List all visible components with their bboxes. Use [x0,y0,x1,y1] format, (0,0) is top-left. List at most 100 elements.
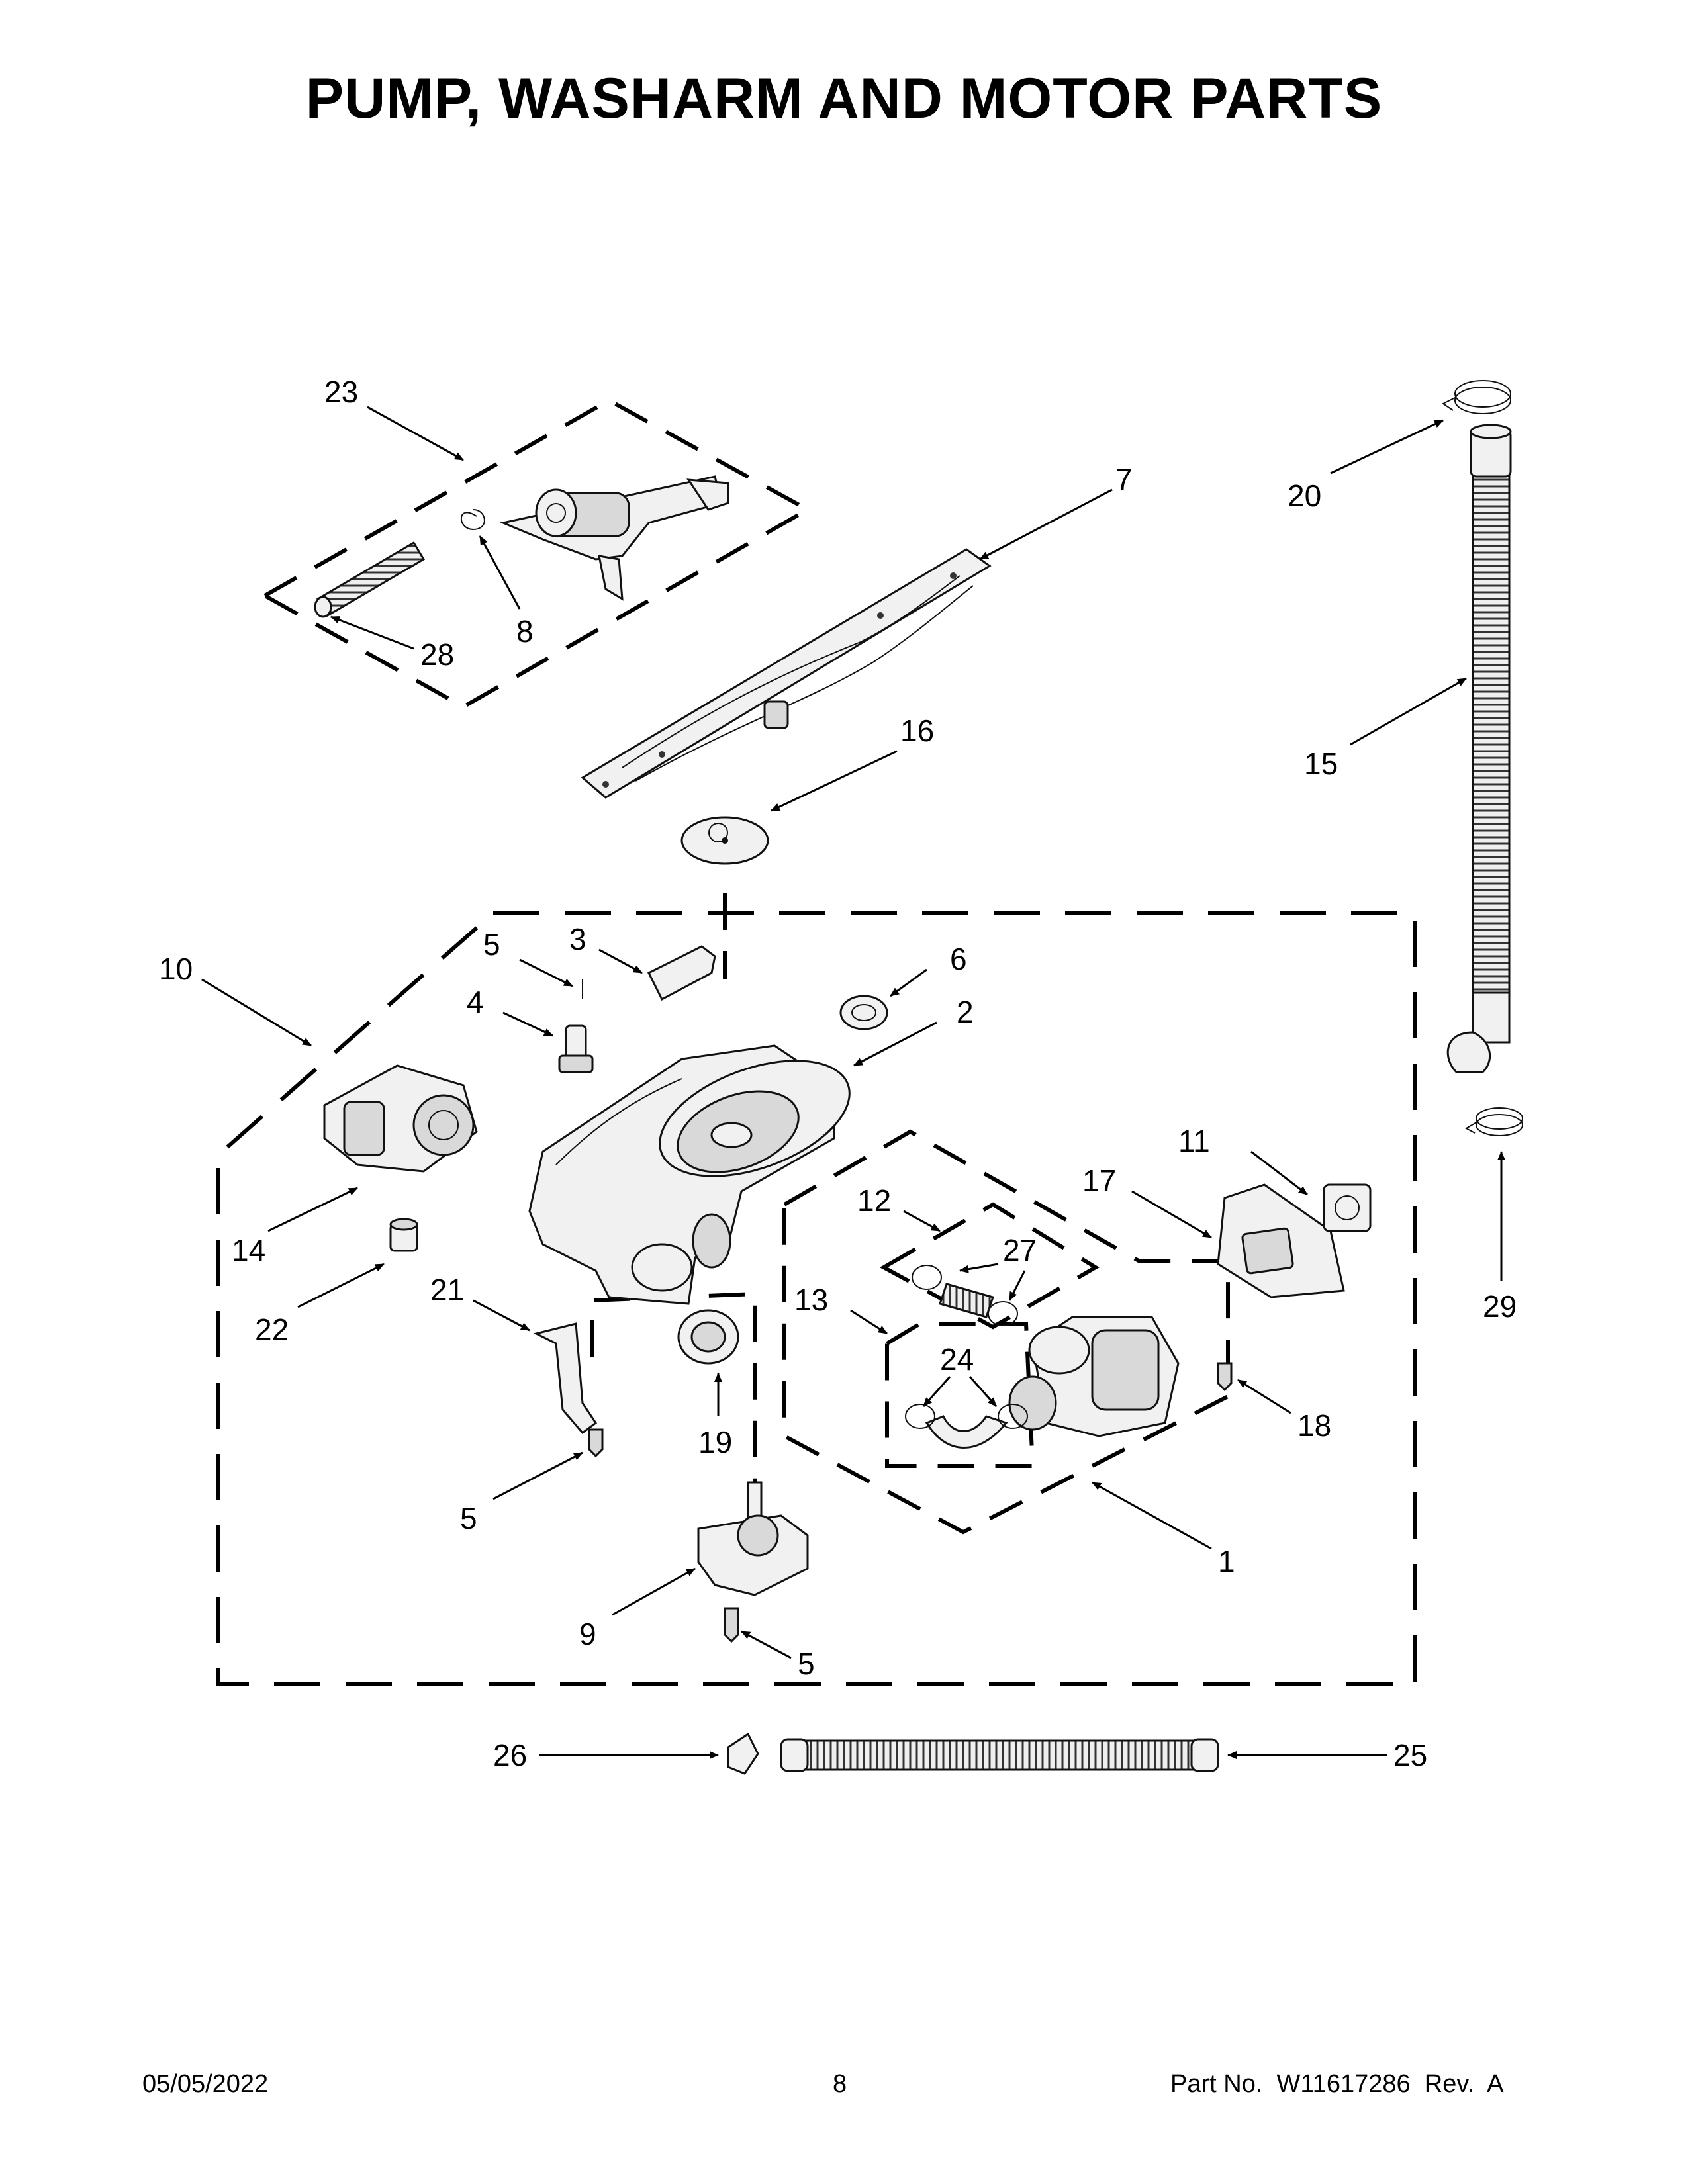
leader-27b [1008,1270,1026,1301]
leader-5-left [492,1451,583,1500]
leader-28 [330,615,414,650]
callout-2: 2 [957,995,974,1029]
callout-labels: 23 8 28 7 16 20 15 10 5 3 4 6 2 14 22 21… [159,375,1517,1772]
leader-27a [959,1263,999,1273]
part-14-drain-pump [323,1064,478,1173]
part-11-clip [1323,1183,1372,1232]
part-24-elbow [905,1404,1028,1449]
callout-20: 20 [1288,478,1321,513]
callout-17: 17 [1082,1163,1116,1198]
leader-8 [479,535,521,610]
leader-1 [1092,1481,1212,1550]
callout-24: 24 [940,1342,974,1377]
page-title: PUMP, WASHARM AND MOTOR PARTS [305,67,1383,130]
leader-21 [473,1299,530,1332]
part-27-hose [912,1265,1018,1326]
leader-12 [903,1210,941,1232]
callout-22: 22 [255,1312,289,1347]
leader-10 [201,978,312,1047]
callout-9: 9 [579,1617,596,1651]
part-4-sensor [558,1024,594,1073]
callout-27: 27 [1003,1233,1037,1267]
callout-25: 25 [1393,1738,1427,1772]
callout-21: 21 [430,1273,464,1307]
callout-29: 29 [1483,1289,1517,1324]
footer-page-number: 8 [833,2070,847,2098]
callout-23: 23 [324,375,358,409]
footer-date: 05/05/2022 [142,2070,269,2098]
footer-part-label: Part No. [1170,2070,1263,2098]
leader-2 [853,1021,937,1067]
leader-11 [1250,1150,1308,1196]
part-23-diverter-assembly [500,475,729,601]
leader-6 [890,968,927,997]
leader-3 [598,948,643,974]
part-29-hose-clamp [1464,1107,1523,1136]
callout-14: 14 [232,1233,265,1267]
part-21-bracket [533,1322,598,1435]
callout-28: 28 [420,637,454,672]
leader-18 [1237,1379,1291,1414]
callout-26: 26 [493,1738,527,1772]
callout-1: 1 [1218,1544,1235,1578]
callout-13: 13 [794,1283,828,1317]
callout-5-bottom: 5 [798,1647,815,1681]
boundary-23-assembly [260,398,812,709]
part-16-filter-plate [680,816,769,865]
callout-5-top: 5 [483,927,500,962]
callout-15: 15 [1304,747,1338,781]
part-17-heater-bracket [1217,1183,1345,1298]
part-5-screw-bottom [724,1607,739,1643]
leader-7 [979,488,1113,561]
callout-16: 16 [900,713,934,748]
callout-4: 4 [467,985,484,1019]
callout-3: 3 [569,922,586,956]
boundary-10-assembly [216,911,1417,1686]
callout-7: 7 [1115,462,1133,496]
part-19-valve [677,1309,739,1365]
footer-part-number: W11617286 [1276,2070,1411,2098]
footer-revision: Rev. A [1424,2070,1504,2098]
callout-10: 10 [159,952,193,986]
part-15-drain-hose [1446,424,1512,1073]
part-6-check-valve [839,995,888,1030]
leader-5-top [519,958,573,987]
leader-5-bottom [741,1630,792,1659]
part-2-sump [528,1044,851,1305]
part-7-lower-washarm [581,548,992,799]
leader-24a [922,1376,951,1407]
part-1-circulation-pump [1008,1316,1180,1437]
callout-12: 12 [857,1183,891,1218]
part-28-tube [314,541,426,618]
callout-8: 8 [516,614,534,649]
callout-6: 6 [950,942,967,976]
leader-9 [612,1567,696,1616]
leader-22 [297,1263,385,1308]
part-5-screw-left [588,1428,604,1458]
leader-16 [771,750,898,812]
part-8-clamp [460,509,485,531]
boundary-13-assembly [885,1322,1035,1468]
callout-19: 19 [698,1425,732,1459]
callout-5-left: 5 [460,1501,477,1535]
footer-part-info: Part No. W11617286 Rev. A [1170,2070,1503,2099]
leader-lines [201,406,1505,1759]
part-20-hose-clamp [1442,380,1511,414]
part-9-motor [697,1481,809,1596]
leader-15 [1350,677,1467,746]
callout-18: 18 [1297,1408,1331,1443]
leader-4 [502,1011,553,1037]
part-22-sensor [389,1218,418,1252]
part-18-screw [1217,1362,1233,1392]
part-3-bracket [647,945,716,1001]
callout-11: 11 [1178,1124,1210,1158]
leader-24b [968,1376,998,1407]
leader-23 [367,406,464,461]
leader-14 [267,1187,358,1232]
leader-13 [850,1309,888,1335]
leader-17 [1131,1190,1212,1239]
boundary-1-assembly [782,1129,1230,1535]
leader-20 [1330,419,1444,475]
part-26-clamp [727,1732,759,1775]
